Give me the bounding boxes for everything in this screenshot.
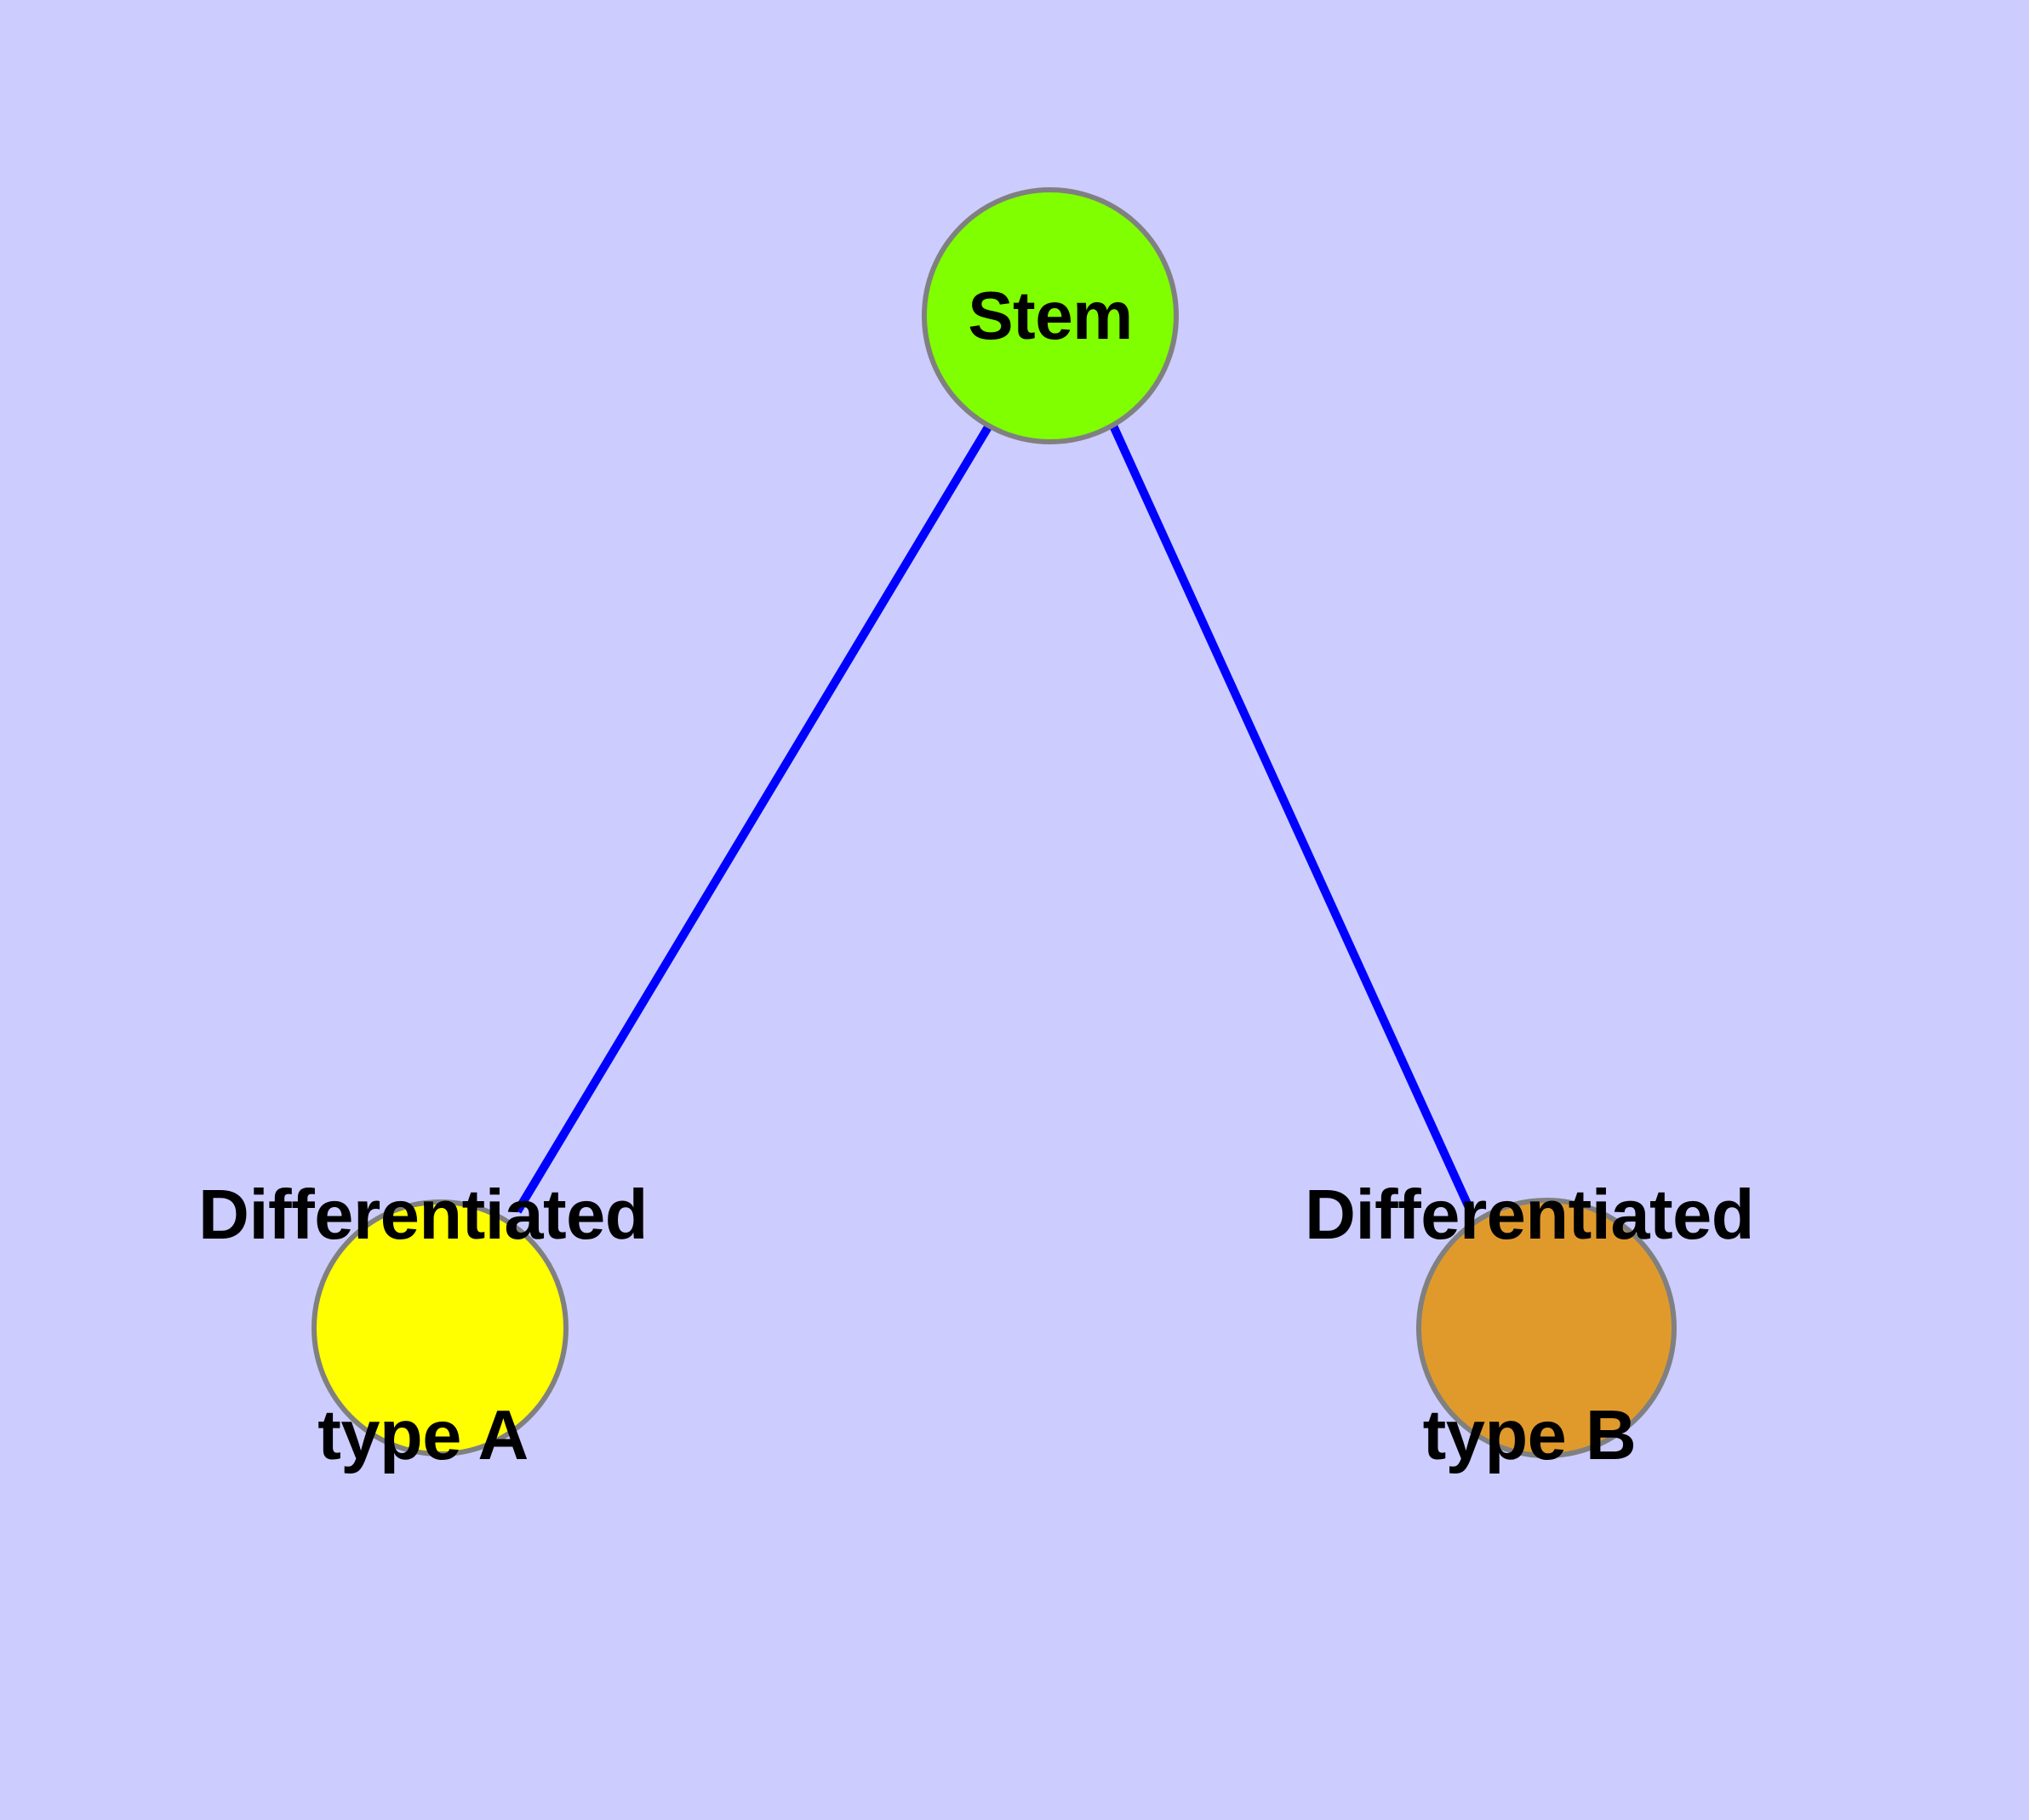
edges-layer xyxy=(513,423,1475,1214)
node-label-differentiated-type-b-line1: Differentiated xyxy=(1305,1174,1754,1254)
node-label-stem-line1: Stem xyxy=(968,278,1133,354)
node-stem[interactable] xyxy=(922,187,1179,444)
node-label-stem: Stem xyxy=(968,139,1133,493)
node-differentiated-type-a[interactable] xyxy=(311,1199,569,1457)
edge-stem-to-diff-b[interactable] xyxy=(1109,423,1475,1214)
node-label-differentiated-type-a: Differentiated type A xyxy=(198,1031,648,1619)
node-label-differentiated-type-b-line2: type B xyxy=(1422,1394,1637,1474)
node-label-differentiated-type-a-line1: Differentiated xyxy=(198,1174,648,1254)
node-differentiated-type-b[interactable] xyxy=(1416,1198,1677,1458)
node-label-differentiated-type-a-line2: type A xyxy=(317,1394,529,1474)
nodes-layer xyxy=(311,187,1677,1458)
edge-stem-to-diff-a[interactable] xyxy=(513,423,993,1214)
node-label-differentiated-type-b: Differentiated type B xyxy=(1305,1031,1754,1619)
